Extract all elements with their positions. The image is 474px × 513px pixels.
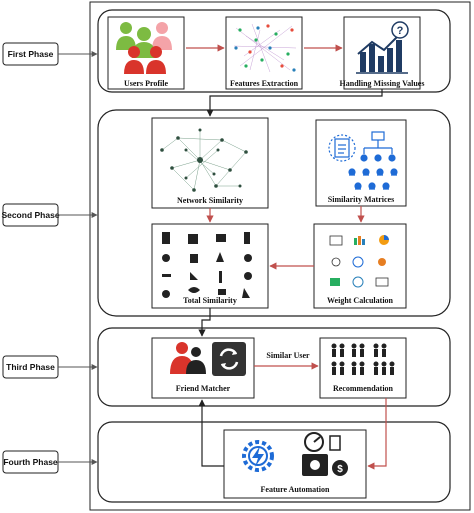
node-friend-matcher: Friend Matcher xyxy=(151,337,255,399)
label-weight-calculation: Weight Calculation xyxy=(327,296,394,305)
svg-text:Third Phase: Third Phase xyxy=(6,362,55,372)
phase-label-third: Third Phase xyxy=(2,355,59,379)
node-recommendation: Recommendation xyxy=(319,337,407,399)
svg-text:First Phase: First Phase xyxy=(8,49,54,59)
node-handling-missing-values: ? Handling Missing Values xyxy=(340,16,425,90)
friend-matcher-icon xyxy=(170,342,246,376)
data-hierarchy-icon xyxy=(328,131,398,190)
gear-lightning-icon xyxy=(242,440,274,472)
users-icon xyxy=(116,22,172,74)
node-feature-automation: $ Feature Automation xyxy=(223,429,367,499)
node-users-profile: Users Profile xyxy=(107,16,185,90)
network-graph-icon xyxy=(161,130,247,191)
label-similarity-matrices: Similarity Matrices xyxy=(328,195,394,204)
label-feature-automation: Feature Automation xyxy=(261,485,331,494)
people-pairs-icon xyxy=(331,343,395,375)
node-total-similarity: Total Similarity xyxy=(151,223,269,309)
label-network-similarity: Network Similarity xyxy=(177,196,243,205)
svg-text:$: $ xyxy=(337,464,343,475)
automation-robot-icon: $ xyxy=(302,432,348,476)
node-network-similarity: Network Similarity xyxy=(151,117,269,209)
label-handling-missing-values: Handling Missing Values xyxy=(340,79,425,88)
arrow-phase2-to-phase3 xyxy=(198,308,211,337)
svg-text:Fourth Phase: Fourth Phase xyxy=(3,457,58,467)
label-users-profile: Users Profile xyxy=(124,79,169,88)
node-weight-calculation: Weight Calculation xyxy=(313,223,407,309)
label-total-similarity: Total Similarity xyxy=(183,296,237,305)
edge-label-similar-user: Similar User xyxy=(266,351,310,360)
activity-icons-grid xyxy=(162,232,252,298)
phase-box-1 xyxy=(97,9,451,93)
node-similarity-matrices: Similarity Matrices xyxy=(315,119,407,207)
outer-frame xyxy=(89,1,471,511)
phase-label-first: First Phase xyxy=(2,42,59,66)
phase-box-4 xyxy=(97,421,451,503)
svg-text:?: ? xyxy=(397,25,404,37)
phase-box-2 xyxy=(97,109,451,317)
arrow-automation-to-matcher xyxy=(198,399,224,467)
svg-text:Second Phase: Second Phase xyxy=(1,210,59,220)
label-features-extraction: Features Extraction xyxy=(230,79,299,88)
label-recommendation: Recommendation xyxy=(333,384,394,393)
arrow-phase1-to-phase2 xyxy=(206,89,383,117)
label-friend-matcher: Friend Matcher xyxy=(176,384,231,393)
phase-label-second: Second Phase xyxy=(1,203,60,227)
scatter-network-icon xyxy=(233,23,297,73)
phase-box-3 xyxy=(97,327,451,407)
chart-question-icon: ? xyxy=(356,21,409,74)
arrow-recommendation-to-automation xyxy=(367,398,387,470)
phase-label-fourth: Fourth Phase xyxy=(2,450,59,474)
node-features-extraction: Features Extraction xyxy=(225,16,303,90)
weights-icon-grid xyxy=(329,235,389,288)
